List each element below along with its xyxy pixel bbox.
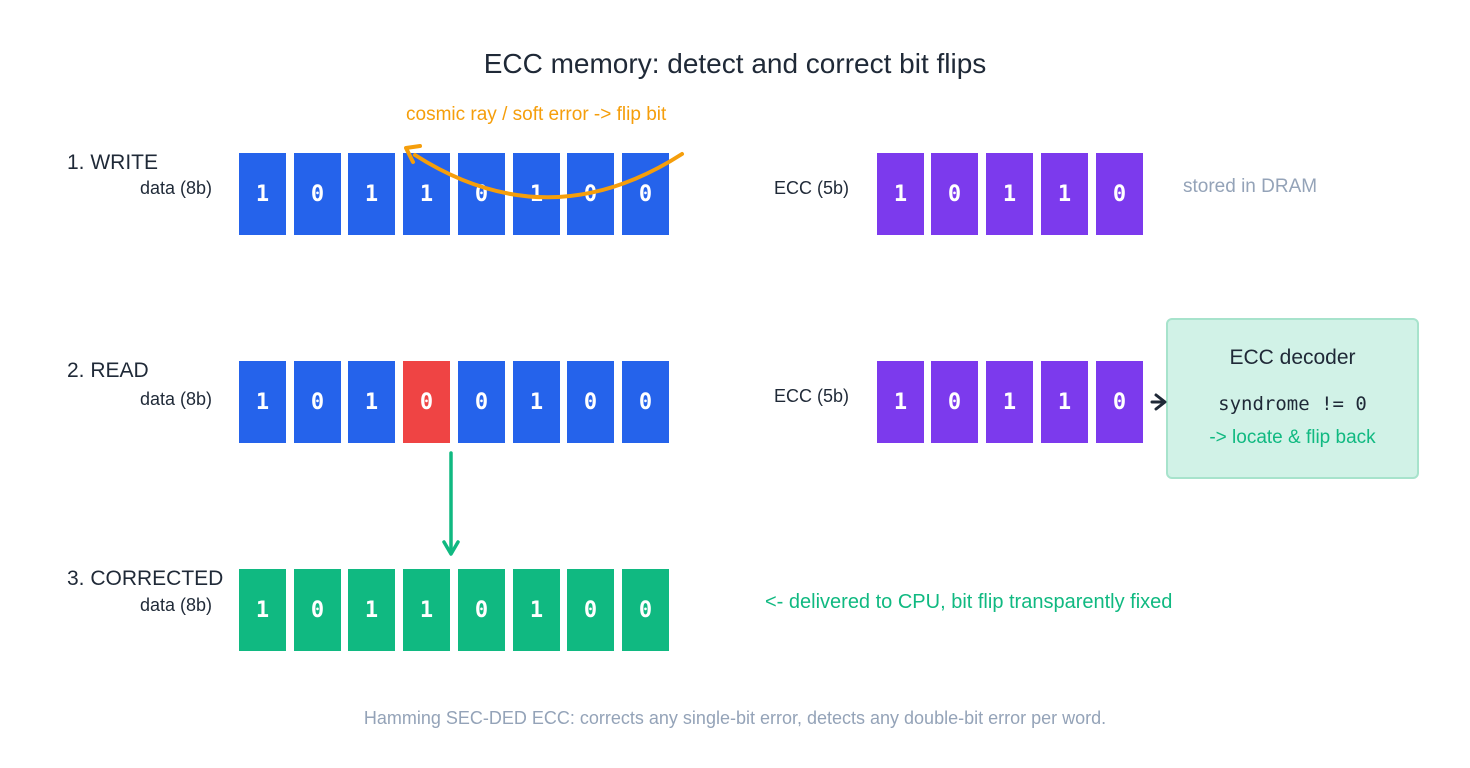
- read-ecc-bit-2: 1: [986, 361, 1033, 443]
- write-data-bit-2: 1: [348, 153, 395, 235]
- write-data-bit-7: 0: [622, 153, 669, 235]
- write-ecc-bit-0: 1: [877, 153, 924, 235]
- corrected-data-bit-3: 1: [403, 569, 450, 651]
- row-corrected-data-label: data (8b): [139, 595, 212, 615]
- ecc-decoder-syndrome: syndrome != 0: [1218, 393, 1367, 415]
- read-ecc-bit-4: 0: [1096, 361, 1143, 443]
- read-data-bit-4: 0: [458, 361, 505, 443]
- read-data-bit-1: 0: [294, 361, 341, 443]
- stored-in-dram-note: stored in DRAM: [1183, 176, 1318, 197]
- read-data-bit-2: 1: [348, 361, 395, 443]
- diagram-title: ECC memory: detect and correct bit flips: [483, 48, 987, 79]
- correction-arrowhead: [442, 540, 460, 556]
- read-ecc-bit-0: 1: [877, 361, 924, 443]
- write-ecc-label: ECC (5b): [773, 178, 849, 198]
- read-data-bit-6: 0: [567, 361, 614, 443]
- read-data-bit-0: 1: [239, 361, 286, 443]
- footer-caption: Hamming SEC-DED ECC: corrects any single…: [363, 708, 1107, 728]
- read-data-bit-7: 0: [622, 361, 669, 443]
- write-ecc-bit-2: 1: [986, 153, 1033, 235]
- delivered-to-cpu-note: <- delivered to CPU, bit flip transparen…: [765, 591, 1173, 613]
- write-data-bit-3: 1: [403, 153, 450, 235]
- corrected-data-bit-1: 0: [294, 569, 341, 651]
- row-write-title: 1. WRITE: [67, 151, 159, 174]
- write-data-bit-5: 1: [513, 153, 560, 235]
- corrected-data-bit-5: 1: [513, 569, 560, 651]
- write-data-bit-0: 1: [239, 153, 286, 235]
- corrected-data-bit-4: 0: [458, 569, 505, 651]
- ecc-decoder-box: ECC decoder syndrome != 0 -> locate & fl…: [1166, 318, 1419, 479]
- ecc-decoder-note: -> locate & flip back: [1209, 427, 1376, 448]
- read-data-bit-3-flipped: 0: [403, 361, 450, 443]
- corrected-data-bit-6: 0: [567, 569, 614, 651]
- write-ecc-bit-1: 0: [931, 153, 978, 235]
- ecc-to-decoder-arrowhead: [1154, 393, 1167, 411]
- read-ecc-bit-1: 0: [931, 361, 978, 443]
- corrected-data-bit-0: 1: [239, 569, 286, 651]
- row-read-title: 2. READ: [67, 359, 149, 382]
- write-ecc-bit-3: 1: [1041, 153, 1088, 235]
- read-ecc-label: ECC (5b): [773, 386, 849, 406]
- write-data-bit-1: 0: [294, 153, 341, 235]
- row-corrected-title: 3. CORRECTED: [67, 567, 224, 590]
- row-read-data-label: data (8b): [139, 389, 212, 409]
- corrected-data-bit-7: 0: [622, 569, 669, 651]
- write-data-bit-6: 0: [567, 153, 614, 235]
- cosmic-ray-note: cosmic ray / soft error -> flip bit: [406, 104, 667, 125]
- read-data-bit-5: 1: [513, 361, 560, 443]
- read-ecc-bit-3: 1: [1041, 361, 1088, 443]
- write-ecc-bit-4: 0: [1096, 153, 1143, 235]
- row-write-data-label: data (8b): [139, 178, 212, 198]
- corrected-data-bit-2: 1: [348, 569, 395, 651]
- ecc-decoder-title: ECC decoder: [1229, 346, 1356, 369]
- write-data-bit-4: 0: [458, 153, 505, 235]
